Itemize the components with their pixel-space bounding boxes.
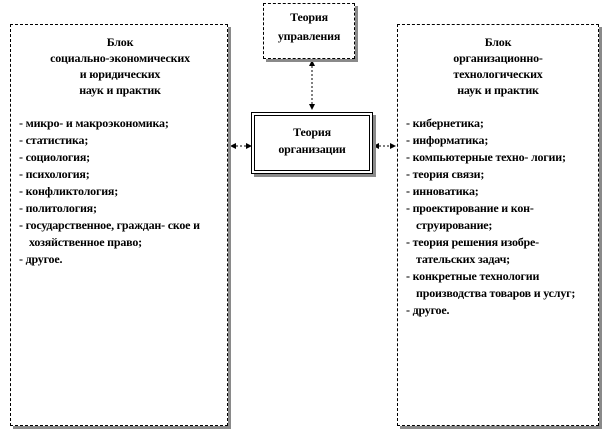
center-box-title-line-1: Теория bbox=[293, 125, 331, 139]
arrowhead-right-inner bbox=[373, 143, 379, 149]
center-box-title-line-2: организации bbox=[278, 142, 346, 156]
right-box-title-line-4: наук и практик bbox=[457, 83, 539, 97]
center-box-organization-theory: Теория организации bbox=[251, 112, 373, 174]
list-item: - инноватика; bbox=[406, 184, 479, 198]
left-box-title-line-4: наук и практик bbox=[79, 83, 161, 97]
list-item: - микро- и макроэкономика; bbox=[19, 116, 169, 130]
list-item: - государственное, граждан- ское и хозяй… bbox=[19, 218, 200, 249]
left-box-socio-economic-block: Блок социально-экономических и юридическ… bbox=[10, 24, 228, 426]
right-box-title-line-2: организационно- bbox=[453, 51, 543, 65]
right-box-title-line-1: Блок bbox=[484, 35, 512, 49]
list-item: - проектирование и кон- струирование; bbox=[406, 201, 534, 232]
left-box-discipline-list: - микро- и макроэкономика; - статистика;… bbox=[19, 115, 221, 268]
list-item: - социология; bbox=[19, 150, 90, 164]
top-box-title-line-2: управления bbox=[277, 29, 341, 43]
list-item: - другое. bbox=[19, 252, 63, 266]
right-box-discipline-list: - кибернетика; - информатика; - компьюте… bbox=[406, 115, 590, 319]
list-item: - статистика; bbox=[19, 133, 89, 147]
list-item: - конкретные технологии производства тов… bbox=[406, 269, 576, 300]
list-item: - теория решения изобре- тательских зада… bbox=[406, 235, 539, 266]
list-item: - конфликтология; bbox=[19, 184, 118, 198]
arrowhead-up bbox=[309, 60, 315, 66]
list-item: - теория связи; bbox=[406, 167, 485, 181]
left-box-title-line-2: социально-экономических bbox=[50, 51, 190, 65]
list-item: - другое. bbox=[406, 303, 450, 317]
right-box-org-tech-block: Блок организационно- технологических нау… bbox=[397, 24, 599, 426]
left-box-title-line-1: Блок bbox=[106, 35, 134, 49]
arrowhead-down bbox=[309, 104, 315, 110]
arrowhead-right-outer bbox=[390, 143, 396, 149]
list-item: - кибернетика; bbox=[406, 116, 484, 130]
top-box-management-theory: Теория управления bbox=[263, 3, 355, 59]
arrowhead-left-inner bbox=[246, 143, 252, 149]
right-box-title-line-3: технологических bbox=[453, 67, 543, 81]
list-item: - компьютерные техно- логии; bbox=[406, 150, 566, 164]
list-item: - психология; bbox=[19, 167, 90, 181]
list-item: - политология; bbox=[19, 201, 97, 215]
top-box-title-line-1: Теория bbox=[290, 10, 328, 24]
list-item: - информатика; bbox=[406, 133, 489, 147]
left-box-title-line-3: и юридических bbox=[79, 67, 161, 81]
arrowhead-left-outer bbox=[230, 143, 236, 149]
